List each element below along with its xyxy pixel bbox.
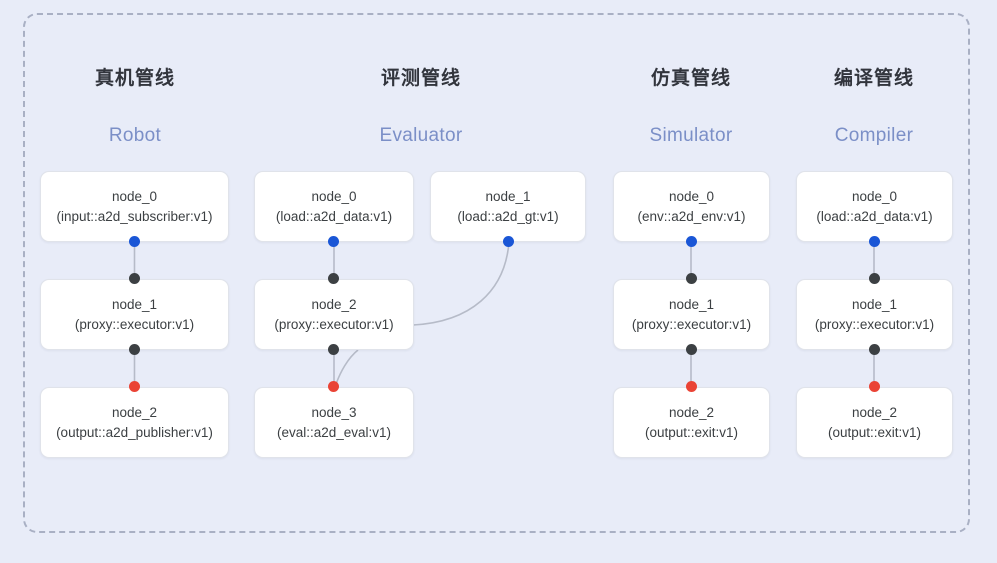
node-evaluator-2[interactable]: node_2 (proxy::executor:v1) [254,279,414,350]
node-compiler-2[interactable]: node_2 (output::exit:v1) [796,387,953,458]
column-title-cn-simulator: 仿真管线 [650,68,731,89]
port-input-simulator-2[interactable] [686,381,697,392]
port-input-robot-1[interactable] [129,273,140,284]
edge-executor-to-eval [334,349,359,388]
node-name: node_1 [851,296,898,312]
port-output-robot-1[interactable] [129,344,140,355]
node-spec: (output::exit:v1) [644,424,739,440]
node-compiler-0[interactable]: node_0 (load::a2d_data:v1) [796,171,953,242]
node-spec: (proxy::executor:v1) [814,316,935,332]
node-name: node_1 [485,188,531,204]
node-name: node_3 [311,404,357,420]
port-input-evaluator-2[interactable] [328,273,339,284]
port-output-evaluator-0[interactable] [328,236,339,247]
node-name: node_2 [111,404,158,420]
node-simulator-0[interactable]: node_0 (env::a2d_env:v1) [613,171,770,242]
node-spec: (load::a2d_data:v1) [816,208,933,224]
node-compiler-1[interactable]: node_1 (proxy::executor:v1) [796,279,953,350]
column-title-cn-robot: 真机管线 [94,68,175,89]
column-title-en-compiler: Compiler [834,125,914,146]
node-name: node_1 [668,296,715,312]
node-spec: (input::a2d_subscriber:v1) [56,208,213,224]
node-spec: (eval::a2d_eval:v1) [276,424,392,440]
node-robot-2[interactable]: node_2 (output::a2d_publisher:v1) [40,387,229,458]
node-robot-0[interactable]: node_0 (input::a2d_subscriber:v1) [40,171,229,242]
port-output-compiler-1[interactable] [869,344,880,355]
node-evaluator-gt[interactable]: node_1 (load::a2d_gt:v1) [430,171,586,242]
port-output-evaluator-2[interactable] [328,344,339,355]
column-title-en-robot: Robot [108,125,162,146]
column-title-cn-evaluator: 评测管线 [380,68,461,89]
port-input-evaluator-3[interactable] [328,381,339,392]
node-simulator-1[interactable]: node_1 (proxy::executor:v1) [613,279,770,350]
node-spec: (env::a2d_env:v1) [637,208,746,224]
node-spec: (proxy::executor:v1) [74,316,195,332]
node-name: node_0 [111,188,158,204]
node-name: node_2 [311,296,357,312]
node-spec: (proxy::executor:v1) [274,316,394,332]
node-name: node_2 [668,404,715,420]
node-spec: (output::a2d_publisher:v1) [56,424,213,440]
node-name: node_2 [851,404,898,420]
node-name: node_0 [851,188,898,204]
node-spec: (load::a2d_gt:v1) [457,208,559,224]
port-output-robot-0[interactable] [129,236,140,247]
column-title-en-evaluator: Evaluator [379,125,463,146]
node-name: node_0 [311,188,357,204]
node-robot-1[interactable]: node_1 (proxy::executor:v1) [40,279,229,350]
node-spec: (output::exit:v1) [827,424,922,440]
node-simulator-2[interactable]: node_2 (output::exit:v1) [613,387,770,458]
edge-gt-to-executor [412,241,510,326]
node-spec: (proxy::executor:v1) [631,316,752,332]
port-output-simulator-0[interactable] [686,236,697,247]
node-name: node_0 [668,188,715,204]
port-input-robot-2[interactable] [129,381,140,392]
node-spec: (load::a2d_data:v1) [275,208,393,224]
port-output-compiler-0[interactable] [869,236,880,247]
port-input-simulator-1[interactable] [686,273,697,284]
node-name: node_1 [111,296,158,312]
node-evaluator-0[interactable]: node_0 (load::a2d_data:v1) [254,171,414,242]
column-title-cn-compiler: 编译管线 [833,68,914,89]
column-title-en-simulator: Simulator [649,125,733,146]
port-output-simulator-1[interactable] [686,344,697,355]
port-input-compiler-1[interactable] [869,273,880,284]
port-output-evaluator-gt[interactable] [503,236,514,247]
node-evaluator-3[interactable]: node_3 (eval::a2d_eval:v1) [254,387,414,458]
port-input-compiler-2[interactable] [869,381,880,392]
